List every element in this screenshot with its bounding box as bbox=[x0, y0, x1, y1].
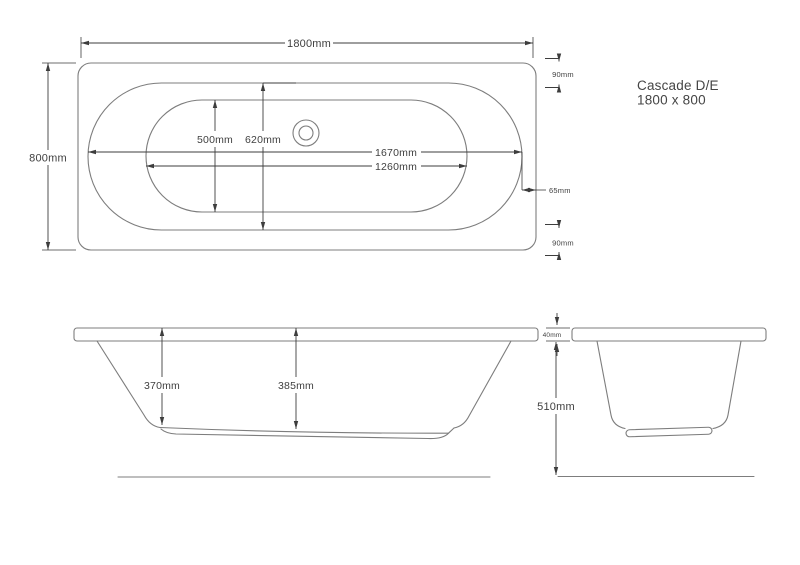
front-left-wall bbox=[96, 340, 161, 429]
dim-label-1260: 1260mm bbox=[375, 161, 417, 173]
front-base-bottom bbox=[160, 428, 450, 440]
dim-label-500: 500mm bbox=[197, 134, 233, 146]
leader-arrow bbox=[545, 220, 562, 228]
front-base-top bbox=[159, 426, 455, 434]
end-left-wall bbox=[596, 340, 626, 430]
drain-inner-icon bbox=[298, 125, 314, 141]
dim-label-510: 510mm bbox=[537, 401, 575, 413]
front-elevation: 370mm 385mm bbox=[73, 327, 539, 478]
drain-outer-icon bbox=[292, 119, 320, 147]
title-block: Cascade D/E 1800 x 800 bbox=[637, 78, 719, 108]
end-base-pad bbox=[625, 426, 713, 438]
dim-label-65: 65mm bbox=[549, 186, 571, 195]
plan-outer-rim-outline bbox=[77, 62, 537, 251]
plan-base-outline bbox=[145, 99, 468, 213]
front-rim-outline bbox=[73, 327, 539, 342]
dim-label-90-bottom: 90mm bbox=[552, 239, 574, 248]
drawing-size: 1800 x 800 bbox=[637, 93, 706, 108]
drawing-title: Cascade D/E bbox=[637, 78, 719, 93]
end-elevation: 40mm 510mm bbox=[537, 313, 767, 478]
plan-view: 1800mm 800mm 500mm 620mm 1670mm 1260mm 6… bbox=[29, 37, 574, 260]
leader-arrow bbox=[545, 252, 562, 260]
leader-arrow bbox=[545, 53, 562, 62]
dim-label-370: 370mm bbox=[144, 380, 180, 392]
dim-label-800: 800mm bbox=[29, 153, 67, 165]
dim-label-90-top: 90mm bbox=[552, 70, 574, 79]
dim-label-385: 385mm bbox=[278, 380, 314, 392]
dim-label-1800: 1800mm bbox=[287, 38, 331, 50]
leader-arrow bbox=[545, 84, 562, 93]
end-rim-outline bbox=[571, 327, 767, 342]
end-right-wall bbox=[712, 340, 742, 430]
dim-label-620: 620mm bbox=[245, 134, 281, 146]
dim-label-40: 40mm bbox=[543, 332, 562, 339]
dim-label-1670: 1670mm bbox=[375, 147, 417, 159]
front-right-wall bbox=[453, 340, 512, 429]
plan-inner-rim-outline bbox=[87, 82, 523, 231]
